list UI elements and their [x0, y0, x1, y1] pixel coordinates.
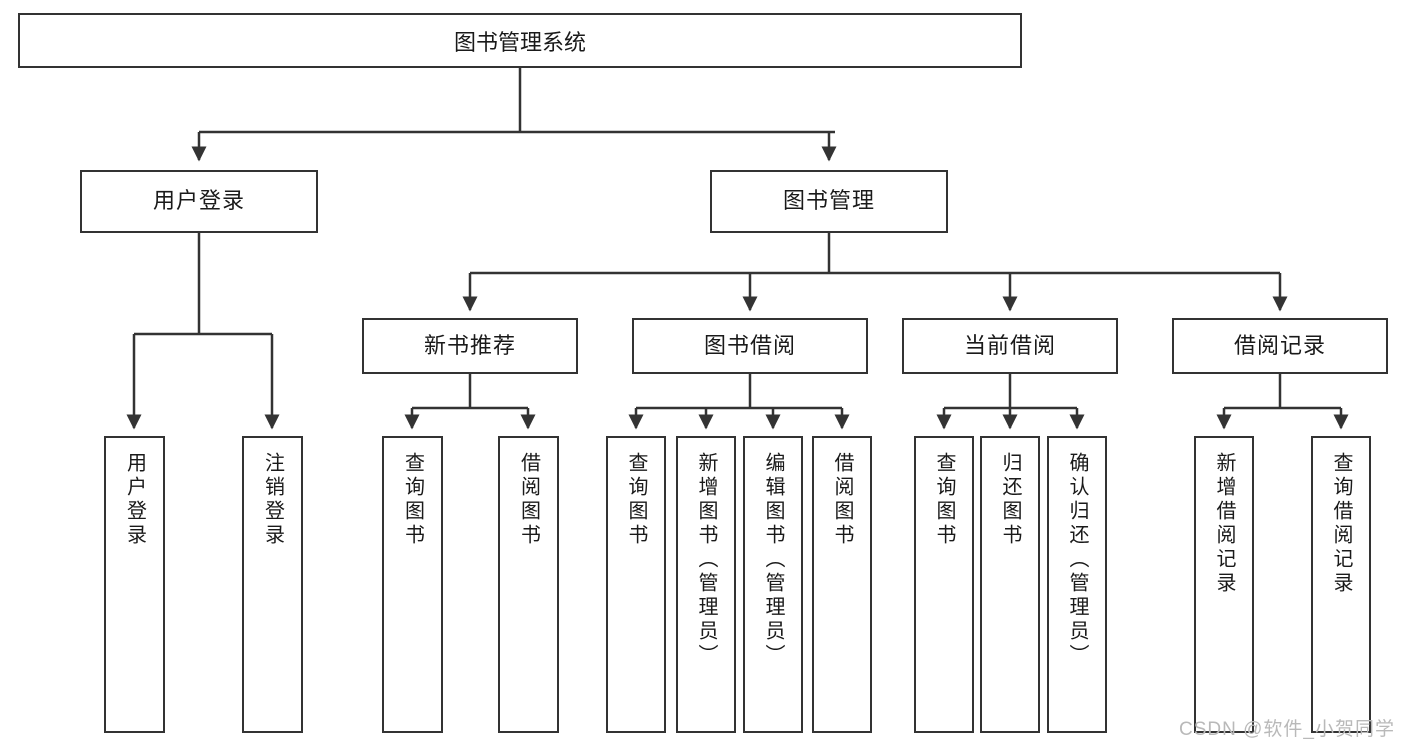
node-label: 新增图书（管理员） — [695, 452, 717, 668]
node-label: 查询图书 — [401, 452, 424, 548]
leaf-current-query-book[interactable]: 查询图书 — [914, 436, 974, 733]
node-book-borrow[interactable]: 图书借阅 — [632, 318, 868, 374]
node-label: 当前借阅 — [963, 332, 1056, 358]
node-label: 图书管理系统 — [453, 29, 586, 55]
node-label: 归还图书 — [999, 452, 1021, 548]
node-label: 查询图书 — [933, 452, 955, 548]
node-label: 查询借阅记录 — [1330, 452, 1352, 596]
leaf-borrow-edit-book[interactable]: 编辑图书（管理员） — [743, 436, 803, 733]
leaf-new-book-query[interactable]: 查询图书 — [382, 436, 443, 733]
node-label: 借阅记录 — [1233, 332, 1326, 358]
node-book-management[interactable]: 图书管理 — [710, 170, 948, 233]
leaf-record-add-record[interactable]: 新增借阅记录 — [1194, 436, 1254, 733]
node-label: 用户登录 — [123, 452, 146, 548]
node-label: 注销登录 — [261, 452, 284, 548]
node-label: 编辑图书（管理员） — [762, 452, 784, 668]
leaf-borrow-borrow-book[interactable]: 借阅图书 — [812, 436, 872, 733]
leaf-current-return-book[interactable]: 归还图书 — [980, 436, 1040, 733]
node-label: 用户登录 — [152, 188, 245, 214]
leaf-new-book-borrow[interactable]: 借阅图书 — [498, 436, 559, 733]
node-label: 借阅图书 — [831, 452, 853, 548]
leaf-borrow-add-book[interactable]: 新增图书（管理员） — [676, 436, 736, 733]
leaf-current-confirm-return[interactable]: 确认归还（管理员） — [1047, 436, 1107, 733]
node-label: 图书借阅 — [703, 332, 796, 358]
node-borrow-record[interactable]: 借阅记录 — [1172, 318, 1388, 374]
node-root-system[interactable]: 图书管理系统 — [18, 13, 1022, 68]
node-user-login[interactable]: 用户登录 — [80, 170, 318, 233]
leaf-record-query-record[interactable]: 查询借阅记录 — [1311, 436, 1371, 733]
leaf-user-login-logout[interactable]: 注销登录 — [242, 436, 303, 733]
node-label: 新书推荐 — [423, 332, 516, 358]
node-new-book-recommend[interactable]: 新书推荐 — [362, 318, 578, 374]
leaf-borrow-query-book[interactable]: 查询图书 — [606, 436, 666, 733]
node-current-borrow[interactable]: 当前借阅 — [902, 318, 1118, 374]
node-label: 查询图书 — [625, 452, 647, 548]
leaf-user-login-login[interactable]: 用户登录 — [104, 436, 165, 733]
watermark: CSDN @软件_小贺同学 — [1179, 719, 1395, 740]
node-label: 借阅图书 — [517, 452, 540, 548]
node-label: 图书管理 — [782, 188, 875, 214]
node-label: 确认归还（管理员） — [1066, 452, 1088, 668]
node-label: 新增借阅记录 — [1213, 452, 1235, 596]
